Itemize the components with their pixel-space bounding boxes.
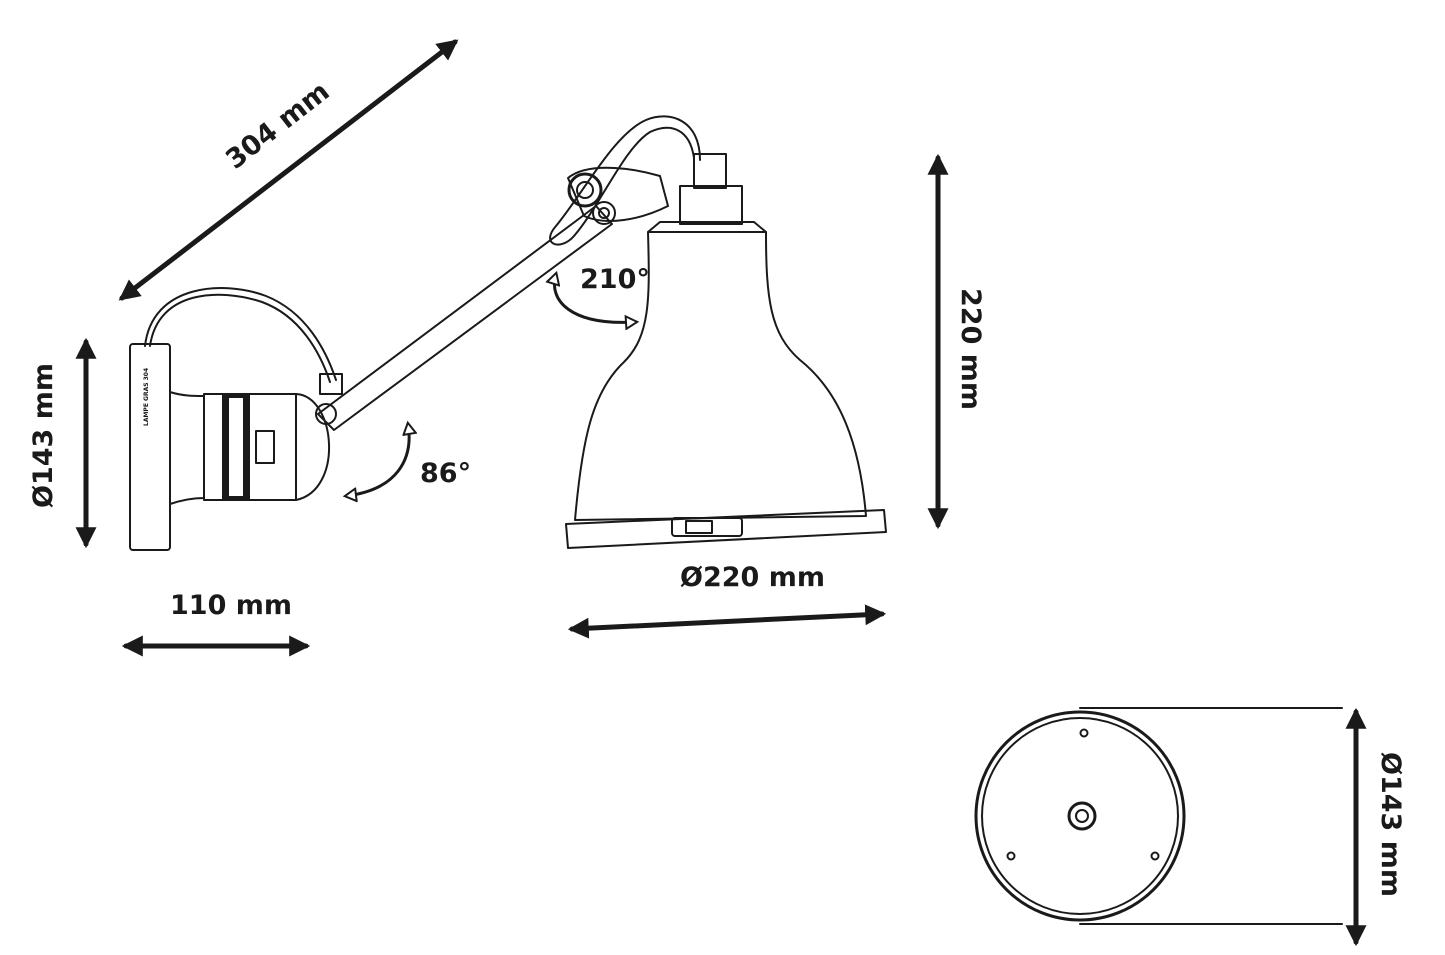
plate-screw-right <box>1150 851 1160 861</box>
rim-latch <box>671 517 743 537</box>
wall-plate-front <box>974 707 1343 925</box>
plate-label: LAMPE GRAS 304 <box>143 368 150 426</box>
socket-body <box>679 185 743 225</box>
shade-rim <box>565 509 887 549</box>
height-label: 220 mm <box>955 288 986 410</box>
shade-body <box>574 231 867 521</box>
wall-mount-neck <box>169 391 205 505</box>
joint-knuckle <box>567 172 603 208</box>
joint-knuckle-inner <box>576 181 594 199</box>
arm-clamp <box>319 373 343 395</box>
arm-pivot <box>315 403 337 425</box>
plate-outer-circle <box>974 710 1186 922</box>
joint-housing <box>203 393 330 501</box>
plate-hub-core <box>1075 809 1089 823</box>
cable-base <box>149 293 331 383</box>
shade-diameter-label: Ø220 mm <box>680 562 825 593</box>
arm-rotation-label: 86° <box>420 458 471 489</box>
base-depth-label: 110 mm <box>170 590 292 621</box>
base-height-label: Ø143 mm <box>28 363 59 508</box>
joint-knob <box>255 430 275 464</box>
arm-rotation-arrow <box>346 424 409 496</box>
shade-joint <box>549 115 701 246</box>
joint-bracket <box>567 166 669 222</box>
socket-cap <box>693 153 727 189</box>
plate-screw-left <box>1006 851 1016 861</box>
plate-screw-top <box>1079 728 1089 738</box>
wall-plate <box>129 343 171 551</box>
shade-rotation-arrow <box>554 274 636 322</box>
cable-base-outer <box>144 287 337 381</box>
arm-length-label: 304 mm <box>220 76 335 176</box>
plate-diameter-label: Ø143 mm <box>1375 752 1406 897</box>
plate-inner-circle <box>981 717 1179 915</box>
shade-rotation-label: 210° <box>580 264 650 295</box>
arm-length-arrow <box>118 39 459 301</box>
lamp-shade <box>565 153 887 549</box>
wall-base: LAMPE GRAS 304 <box>129 343 330 551</box>
shade-diameter-arrow <box>567 604 887 639</box>
joint-band-inner <box>229 398 243 496</box>
plate-hub <box>1067 801 1097 831</box>
joint-screw <box>592 201 616 225</box>
rim-latch-clip <box>685 520 713 534</box>
arm-tube <box>317 205 613 431</box>
joint-screw-inner <box>598 207 610 219</box>
lamp-arm <box>315 205 613 431</box>
cable-loop <box>549 115 701 246</box>
